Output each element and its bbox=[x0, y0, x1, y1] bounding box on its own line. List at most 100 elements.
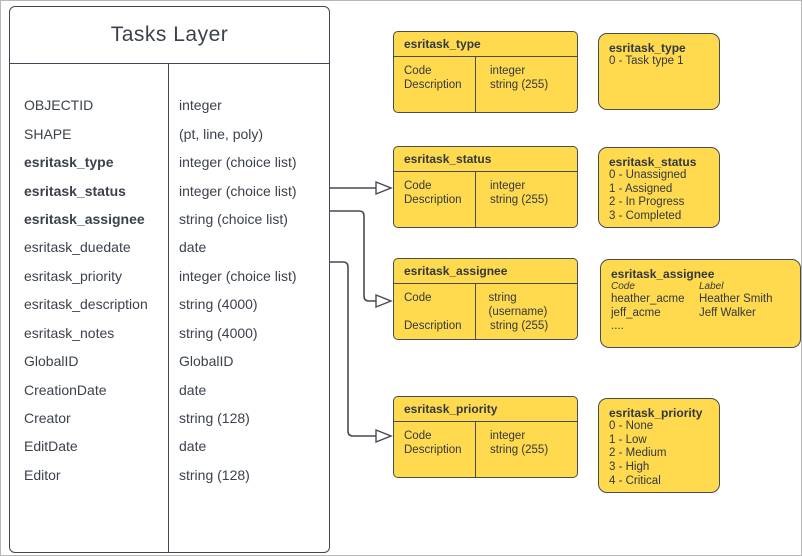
value-item: 1 - Low bbox=[609, 433, 647, 446]
field-type: integer (choice list) bbox=[179, 267, 297, 284]
value-item: 3 - High bbox=[609, 461, 650, 474]
assignee-label: Heather Smith bbox=[699, 293, 773, 305]
field-type: date bbox=[179, 381, 207, 398]
field-type: string (128) bbox=[179, 466, 250, 483]
value-item: 0 - Task type 1 bbox=[609, 55, 684, 67]
tasks-layer-field-list: OBJECTID integer SHAPE (pt, line, poly) … bbox=[10, 64, 329, 489]
domain-field-type: integer bbox=[490, 430, 526, 442]
field-row: GlobalID GlobalID bbox=[10, 347, 329, 375]
domain-field-name: Code bbox=[404, 430, 432, 442]
domain-table-esritask-priority: esritask_priority Code integer Descripti… bbox=[393, 396, 578, 478]
value-item: 2 - Medium bbox=[609, 447, 667, 460]
field-row: esritask_status integer (choice list) bbox=[10, 176, 329, 204]
field-name: Creator bbox=[24, 410, 71, 427]
domain-table-esritask-status: esritask_status Code integer Description… bbox=[393, 146, 578, 228]
domain-field-name: Description bbox=[404, 194, 462, 206]
field-name: esritask_assignee bbox=[24, 210, 145, 227]
domain-field-type: string (username) bbox=[488, 292, 548, 318]
value-list-esritask-status: esritask_status 0 - Unassigned 1 - Assig… bbox=[598, 147, 720, 228]
field-row: esritask_priority integer (choice list) bbox=[10, 262, 329, 290]
domain-table-title: esritask_assignee bbox=[394, 259, 577, 284]
field-type: integer (choice list) bbox=[179, 154, 297, 171]
field-name: GlobalID bbox=[24, 353, 79, 370]
field-name: CreationDate bbox=[24, 381, 107, 398]
arrowhead-status bbox=[375, 180, 393, 196]
field-name: esritask_priority bbox=[24, 267, 123, 284]
field-name: SHAPE bbox=[24, 125, 72, 142]
field-type: date bbox=[179, 239, 207, 256]
value-list-esritask-priority: esritask_priority 0 - None 1 - Low 2 - M… bbox=[598, 398, 720, 493]
field-row: OBJECTID integer bbox=[10, 91, 329, 119]
value-list-title: esritask_priority bbox=[609, 406, 703, 420]
assignee-code-header: Code bbox=[611, 281, 635, 292]
value-item: 1 - Assigned bbox=[609, 182, 673, 195]
domain-table-esritask-type: esritask_type Code integer Description s… bbox=[393, 31, 578, 113]
value-item: 3 - Completed bbox=[609, 210, 682, 223]
domain-field-type: integer bbox=[490, 180, 526, 192]
field-type: string (4000) bbox=[179, 324, 258, 341]
value-item: 4 - Critical bbox=[609, 474, 661, 487]
tasks-layer-header: Tasks Layer bbox=[10, 7, 329, 64]
assignee-label-header: Label bbox=[699, 281, 724, 292]
domain-field-type: string (255) bbox=[490, 320, 549, 332]
value-item: 0 - Unassigned bbox=[609, 169, 687, 181]
field-type: integer bbox=[179, 97, 222, 114]
field-row: Creator string (128) bbox=[10, 404, 329, 432]
field-name: OBJECTID bbox=[24, 97, 94, 114]
connector-assignee bbox=[330, 210, 376, 302]
field-type: string (4000) bbox=[179, 296, 258, 313]
column-divider bbox=[168, 64, 169, 552]
field-row: esritask_type integer (choice list) bbox=[10, 148, 329, 176]
tasks-layer-table: Tasks Layer OBJECTID integer SHAPE (pt, … bbox=[9, 6, 330, 553]
arrowhead-priority bbox=[375, 428, 393, 444]
field-row: esritask_description string (4000) bbox=[10, 290, 329, 318]
value-list-title: esritask_assignee bbox=[611, 267, 715, 281]
value-list-title: esritask_status bbox=[609, 155, 697, 169]
field-name: esritask_description bbox=[24, 296, 148, 313]
field-type: (pt, line, poly) bbox=[179, 125, 264, 142]
field-row: esritask_assignee string (choice list) bbox=[10, 205, 329, 233]
field-name: esritask_status bbox=[24, 182, 126, 199]
domain-table-esritask-assignee: esritask_assignee Code string (username)… bbox=[393, 258, 578, 340]
assignee-ellipsis: .... bbox=[611, 320, 624, 332]
field-name: esritask_notes bbox=[24, 324, 115, 341]
field-row: Editor string (128) bbox=[10, 461, 329, 489]
field-type: GlobalID bbox=[179, 353, 234, 370]
value-list-esritask-type: esritask_type 0 - Task type 1 bbox=[598, 33, 720, 110]
field-type: string (128) bbox=[179, 410, 250, 427]
value-list-title: esritask_type bbox=[609, 41, 686, 55]
column-divider bbox=[475, 284, 476, 339]
domain-field-name: Code bbox=[404, 292, 432, 304]
field-row: esritask_duedate date bbox=[10, 233, 329, 261]
field-row: CreationDate date bbox=[10, 375, 329, 403]
domain-field-type: string (255) bbox=[490, 194, 549, 206]
domain-field-type: string (255) bbox=[490, 79, 549, 91]
tasks-layer-title: Tasks Layer bbox=[110, 23, 229, 46]
field-row: esritask_notes string (4000) bbox=[10, 319, 329, 347]
field-name: esritask_type bbox=[24, 154, 114, 171]
domain-field-name: Description bbox=[404, 320, 462, 332]
field-name: EditDate bbox=[24, 438, 78, 455]
column-divider bbox=[475, 172, 476, 227]
connector-priority bbox=[330, 261, 376, 437]
field-row: EditDate date bbox=[10, 432, 329, 460]
domain-field-name: Description bbox=[404, 444, 462, 456]
field-type: string (choice list) bbox=[179, 210, 288, 227]
value-list-esritask-assignee: esritask_assignee Code Label heather_acm… bbox=[600, 259, 801, 348]
field-type: date bbox=[179, 438, 207, 455]
domain-field-name: Code bbox=[404, 65, 432, 77]
column-divider bbox=[475, 422, 476, 477]
assignee-label: Jeff Walker bbox=[699, 306, 756, 319]
field-row: SHAPE (pt, line, poly) bbox=[10, 119, 329, 147]
value-item: 2 - In Progress bbox=[609, 196, 685, 209]
domain-table-title: esritask_status bbox=[394, 147, 577, 172]
domain-table-title: esritask_type bbox=[394, 32, 577, 57]
field-type: integer (choice list) bbox=[179, 182, 297, 199]
domain-table-title: esritask_priority bbox=[394, 397, 577, 422]
domain-field-type: string (255) bbox=[490, 444, 549, 456]
assignee-code: heather_acme bbox=[611, 293, 685, 305]
field-name: Editor bbox=[24, 466, 61, 483]
field-name: esritask_duedate bbox=[24, 239, 131, 256]
domain-field-name: Description bbox=[404, 79, 462, 91]
